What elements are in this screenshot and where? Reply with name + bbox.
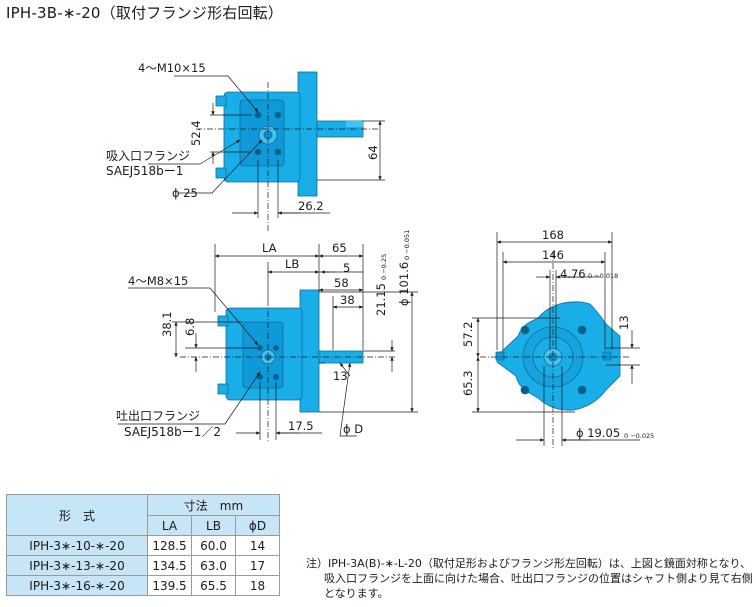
table-cell-la: 134.5: [147, 555, 192, 576]
side-dim-38-1: 38.1: [160, 311, 174, 337]
footnote: 注）IPH-3A(B)-∗-L-20（取付足形およびフランジ形左回転）は、上図と…: [306, 556, 756, 601]
top-view-pump-body: [215, 71, 364, 197]
side-dim-101-6: ϕ 101.6: [397, 262, 411, 306]
top-view: 4〜M10×15 52.4 64 吸入口フランジ SAEJ518bー1 ϕ 25…: [106, 61, 385, 232]
top-dim-64: 64: [366, 145, 380, 160]
front-dim-4-76-tol: 0 −0.018: [588, 272, 618, 280]
side-dim-101-6-tol: 0 −0.051: [403, 230, 411, 260]
front-dim-13: 13: [617, 315, 631, 330]
footnote-line-1: 注）IPH-3A(B)-∗-L-20（取付足形およびフランジ形左回転）は、上図と…: [306, 557, 752, 570]
side-dim-65: 65: [332, 241, 347, 255]
front-dim-57-2: 57.2: [461, 321, 475, 347]
outlet-flange-label: 吐出口フランジ: [116, 409, 200, 423]
table-header-d: ϕD: [235, 515, 280, 536]
table-cell-lb: 63.0: [191, 555, 236, 576]
top-dim-phi25: ϕ 25: [172, 186, 198, 200]
table-header-la: LA: [147, 515, 192, 536]
side-dim-58: 58: [334, 276, 349, 290]
table-row: IPH-3∗-10-∗-20 128.5 60.0 14: [6, 535, 280, 556]
table-cell-model: IPH-3∗-13-∗-20: [6, 555, 148, 576]
side-dim-21-15: 21.15: [374, 283, 388, 316]
front-dim-19-05-tol: 0 −0.025: [624, 432, 654, 440]
side-dim-LA: LA: [262, 241, 277, 255]
table-cell-lb: 65.5: [191, 575, 236, 596]
side-dim-phiD: ϕ D: [343, 422, 363, 436]
table-header-lb: LB: [191, 515, 236, 536]
side-dim-5: 5: [343, 261, 350, 275]
side-dim-6-8: 6.8: [183, 318, 197, 336]
dimension-drawing: 4〜M10×15 52.4 64 吸入口フランジ SAEJ518bー1 ϕ 25…: [106, 61, 654, 450]
inlet-flange-spec: SAEJ518bー1: [106, 164, 183, 178]
top-view-dimension-lines: [148, 75, 385, 232]
table-row: IPH-3∗-13-∗-20 134.5 63.0 17: [6, 555, 280, 576]
side-view: LA 65 LB 5 58 38 21.15 0 −0.25 ϕ 101.6 0…: [116, 230, 418, 442]
side-view-dimension-lines: [118, 244, 418, 442]
front-dim-146: 146: [542, 248, 564, 262]
side-bolt-label: 4〜M8×15: [128, 274, 188, 288]
front-dim-65-3: 65.3: [461, 370, 475, 396]
page-title: IPH-3B-∗-20（取付フランジ形右回転）: [6, 4, 284, 22]
top-dim-26-2: 26.2: [298, 199, 324, 213]
table-cell-la: 128.5: [147, 535, 192, 556]
table-cell-lb: 60.0: [191, 535, 236, 556]
side-view-pump-body: [217, 289, 364, 413]
front-dim-4-76: 4.76: [560, 267, 586, 281]
front-dim-168: 168: [542, 228, 564, 242]
inlet-flange-label: 吸入口フランジ: [106, 149, 190, 163]
table-cell-model: IPH-3∗-16-∗-20: [6, 575, 148, 596]
side-dim-LB: LB: [285, 257, 299, 271]
dimension-table: 形 式 寸法 mm LA LB ϕD IPH-3∗-10-∗-20 128.5 …: [6, 494, 280, 596]
top-bolt-label: 4〜M10×15: [138, 61, 206, 75]
table-cell-la: 139.5: [147, 575, 192, 596]
table-row: IPH-3∗-16-∗-20 139.5 65.5 18: [6, 575, 280, 596]
side-dim-17-5: 17.5: [288, 419, 314, 433]
table-cell-d: 14: [235, 535, 280, 556]
table-cell-model: IPH-3∗-10-∗-20: [6, 535, 148, 556]
side-dim-38: 38: [340, 293, 355, 307]
side-dim-21-15-tol: 0 −0.25: [380, 254, 388, 280]
table-header-dims: 寸法 mm: [147, 494, 280, 516]
front-view-dimension-lines: [472, 232, 640, 450]
footnote-line-3: となります。: [324, 587, 389, 600]
footnote-line-2: 吸入口フランジを上面に向けた場合、吐出口フランジの位置はシャフト側より見て右側: [324, 572, 753, 585]
table-header-model: 形 式: [6, 494, 148, 536]
front-view: 168 146 4.76 0 −0.018 57.2 13 65.3 ϕ 19.…: [461, 228, 654, 450]
outlet-flange-spec: SAEJ518bー1／2: [124, 425, 221, 439]
table-cell-d: 18: [235, 575, 280, 596]
front-dim-19-05: ϕ 19.05: [576, 426, 620, 440]
top-dim-52-4: 52.4: [189, 120, 203, 146]
side-dim-13: 13: [333, 369, 348, 383]
table-cell-d: 17: [235, 555, 280, 576]
